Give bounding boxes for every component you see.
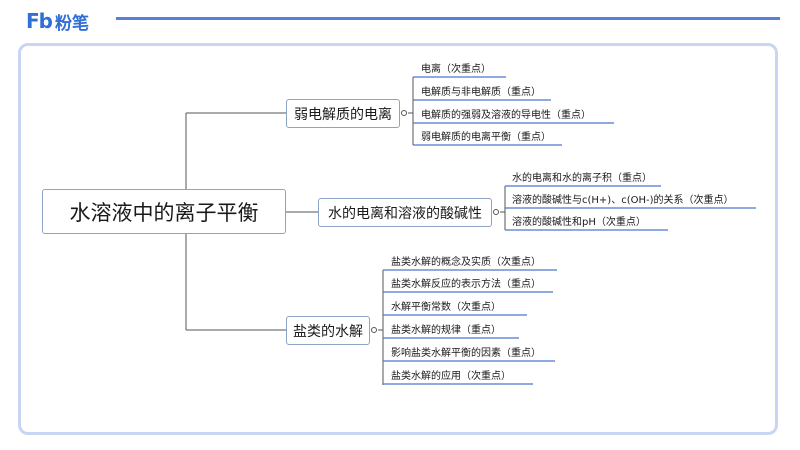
- leaf-topic[interactable]: 电解质的强弱及溶液的导电性（重点）: [421, 110, 591, 121]
- leaf-topic[interactable]: 水的电离和水的离子积（重点）: [512, 173, 652, 184]
- root-node[interactable]: 水溶液中的离子平衡: [42, 189, 286, 234]
- collapse-toggle-icon[interactable]: [371, 327, 377, 333]
- collapse-toggle-icon[interactable]: [401, 110, 407, 116]
- leaf-topic[interactable]: 溶液的酸碱性与c(H+)、c(OH-)的关系（次重点）: [512, 195, 734, 206]
- leaf-topic[interactable]: 盐类水解反应的表示方法（重点）: [391, 279, 541, 290]
- branch-node-weak-electrolyte[interactable]: 弱电解质的电离: [286, 99, 400, 128]
- header-divider: [116, 17, 780, 20]
- leaf-topic[interactable]: 弱电解质的电离平衡（重点）: [421, 132, 551, 143]
- branch-node-label: 水的电离和溶液的酸碱性: [328, 205, 482, 222]
- leaf-topic[interactable]: 盐类水解的应用（次重点）: [391, 371, 511, 382]
- collapse-toggle-icon[interactable]: [493, 209, 499, 215]
- brand-logo-text: 粉笔: [54, 13, 89, 34]
- branch-node-salt-hydrolysis[interactable]: 盐类的水解: [286, 316, 370, 345]
- leaf-topic[interactable]: 盐类水解的概念及实质（次重点）: [391, 257, 541, 268]
- leaf-topic[interactable]: 水解平衡常数（次重点）: [391, 302, 501, 313]
- branch-node-water-ionization[interactable]: 水的电离和溶液的酸碱性: [318, 198, 492, 227]
- branch-node-label: 盐类的水解: [293, 323, 363, 340]
- leaf-topic[interactable]: 影响盐类水解平衡的因素（重点）: [391, 348, 541, 359]
- branch-node-label: 弱电解质的电离: [294, 106, 392, 123]
- brand-logo: Fb 粉笔: [26, 8, 89, 34]
- leaf-topic[interactable]: 盐类水解的规律（重点）: [391, 325, 501, 336]
- brand-logo-mark: Fb: [26, 9, 53, 33]
- leaf-topic[interactable]: 电离（次重点）: [421, 64, 491, 75]
- leaf-topic[interactable]: 电解质与非电解质（重点）: [421, 87, 541, 98]
- leaf-topic[interactable]: 溶液的酸碱性和pH（次重点）: [512, 217, 646, 228]
- root-node-label: 水溶液中的离子平衡: [69, 200, 259, 225]
